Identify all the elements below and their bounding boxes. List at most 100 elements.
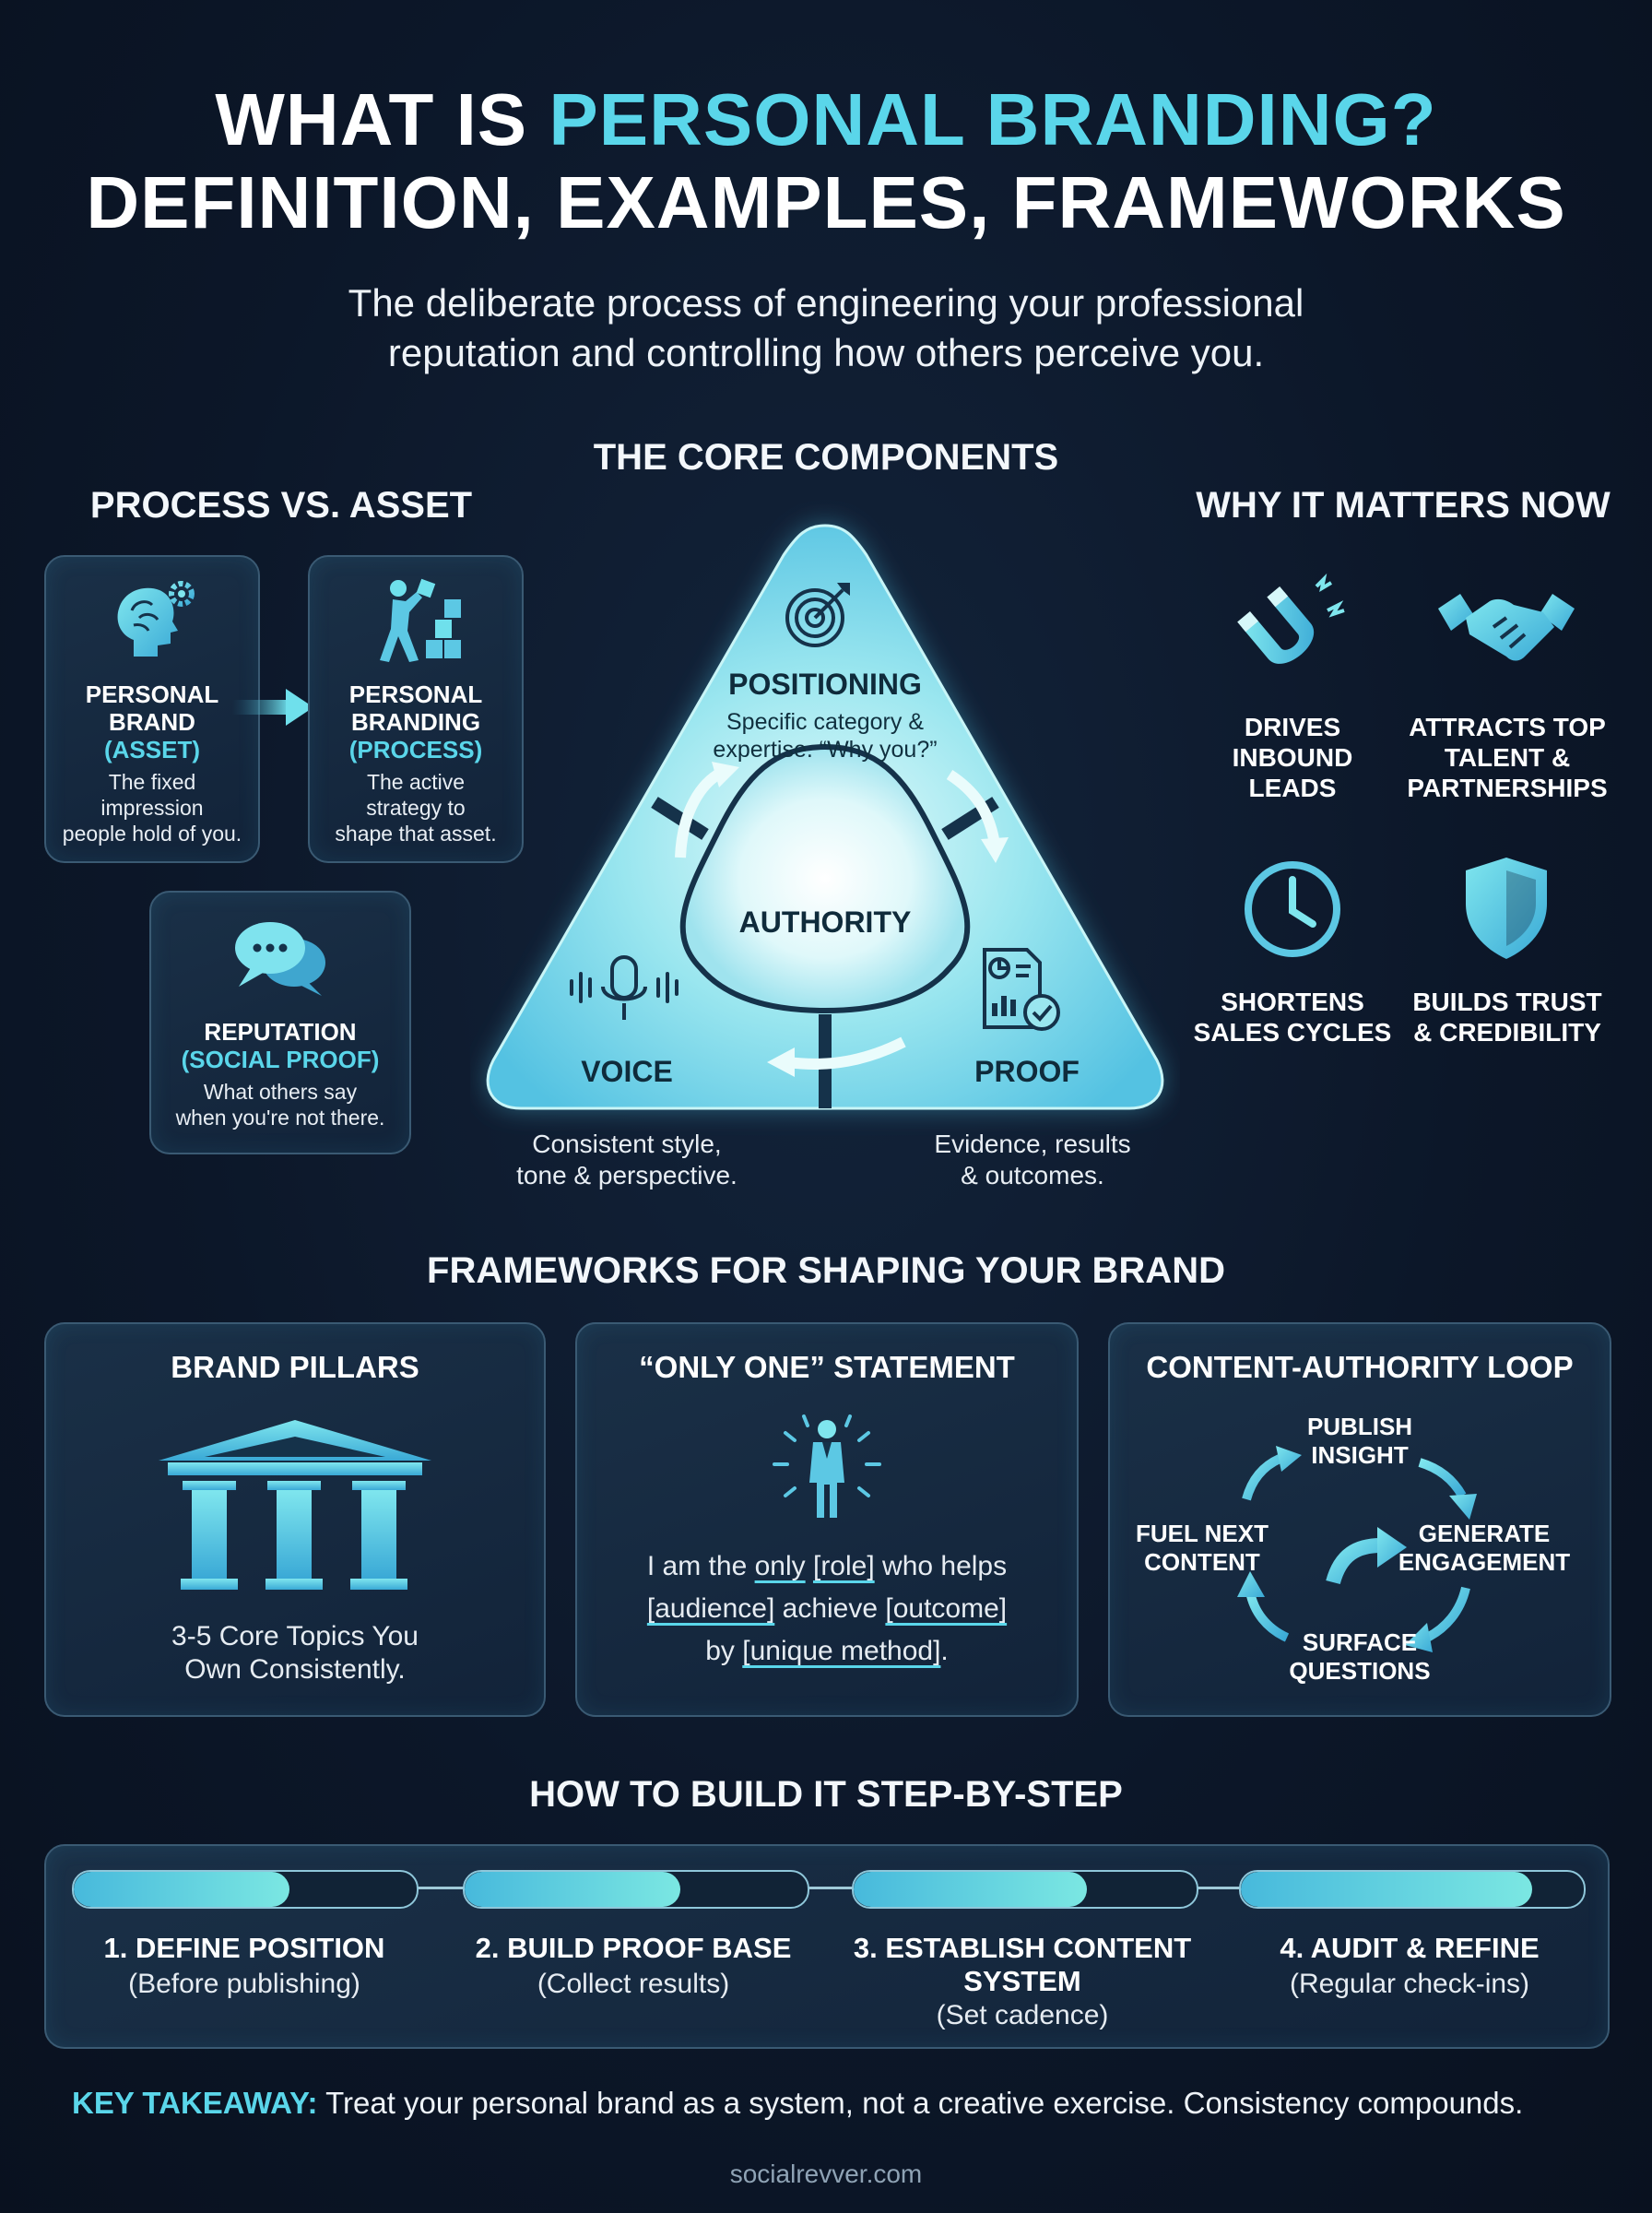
why-2-line2: TALENT &	[1444, 743, 1571, 772]
step-2-progress-fill	[465, 1872, 681, 1907]
voice-label: VOICE	[581, 1055, 673, 1088]
person-spotlight-icon	[767, 1405, 887, 1525]
step-1-title: 1. DEFINE POSITION	[103, 1932, 385, 1964]
arrow-right-icon	[232, 687, 315, 728]
loop-bottom-line2: QUESTIONS	[1289, 1657, 1431, 1685]
chat-bubbles-icon	[230, 917, 331, 1000]
why-heading: WHY IT MATTERS NOW	[1196, 485, 1611, 526]
step-connector	[1193, 1887, 1241, 1889]
content-loop-card: CONTENT-AUTHORITY LOOP PUBLISH INSIGHT F…	[1108, 1322, 1611, 1717]
key-takeaway-text: Treat your personal brand as a system, n…	[317, 2086, 1524, 2120]
steps-heading: HOW TO BUILD IT STEP-BY-STEP	[529, 1774, 1123, 1815]
step-3-progress-fill	[854, 1872, 1087, 1907]
loop-bottom-line1: SURFACE	[1302, 1628, 1418, 1656]
why-1-line2: INBOUND	[1232, 743, 1353, 772]
page-title-line2: DEFINITION, EXAMPLES, FRAMEWORKS	[86, 161, 1566, 243]
why-1-line1: DRIVES	[1244, 713, 1341, 741]
asset-sub: (ASSET)	[104, 736, 200, 763]
loop-right-line1: GENERATE	[1418, 1520, 1551, 1547]
only-one-l1-only: only	[754, 1551, 806, 1581]
only-one-l1-a: I am the	[646, 1551, 755, 1581]
content-loop-title: CONTENT-AUTHORITY LOOP	[1146, 1350, 1574, 1384]
why-2-line1: ATTRACTS TOP	[1409, 713, 1606, 741]
pillars-text-line2: Own Consistently.	[184, 1654, 406, 1685]
only-one-l2-outcome: [outcome]	[885, 1593, 1008, 1624]
only-one-l1-e: who helps	[874, 1551, 1008, 1581]
pillars-text-line1: 3-5 Core Topics You	[171, 1621, 419, 1651]
step-2-sub: (Collect results)	[537, 1969, 730, 1999]
reputation-sub: (SOCIAL PROOF)	[181, 1046, 380, 1073]
core-heading: THE CORE COMPONENTS	[593, 437, 1059, 478]
why-3-line1: SHORTENS	[1221, 988, 1364, 1016]
clock-icon	[1241, 858, 1344, 961]
subtitle-line2: reputation and controlling how others pe…	[387, 331, 1265, 374]
only-one-line2: [audience] achieve [outcome]	[577, 1592, 1077, 1627]
proof-label: PROOF	[974, 1055, 1080, 1088]
personal-branding-card: PERSONAL BRANDING (PROCESS) The active s…	[308, 555, 524, 863]
only-one-title: “ONLY ONE” STATEMENT	[639, 1350, 1015, 1384]
key-takeaway-label: KEY TAKEAWAY:	[72, 2086, 318, 2120]
loop-arrows-icon	[1202, 1407, 1517, 1702]
process-title-line2: BRANDING	[350, 708, 481, 736]
handshake-icon	[1433, 581, 1580, 682]
proof-desc-line2: & outcomes.	[961, 1161, 1104, 1189]
positioning-label: POSITIONING	[728, 668, 922, 701]
asset-title-line1: PERSONAL	[85, 680, 219, 708]
loop-left-line2: CONTENT	[1144, 1548, 1260, 1576]
only-one-l2-audience: [audience]	[646, 1593, 775, 1624]
step-1-progress-bar	[72, 1870, 419, 1909]
step-3-title-line1: 3. ESTABLISH CONTENT	[853, 1932, 1192, 1964]
process-text-line2: strategy to	[366, 796, 466, 820]
only-one-l3-method: [unique method]	[742, 1636, 941, 1666]
only-one-l3-a: by	[705, 1636, 743, 1666]
positioning-text-line1: Specific category &	[726, 709, 924, 735]
loop-top-line2: INSIGHT	[1311, 1441, 1409, 1469]
only-one-l3-c: .	[940, 1636, 949, 1666]
why-4-line2: & CREDIBILITY	[1413, 1018, 1601, 1047]
reputation-card: REPUTATION (SOCIAL PROOF) What others sa…	[149, 891, 411, 1154]
asset-text-line3: people hold of you.	[62, 822, 242, 846]
step-connector	[806, 1887, 854, 1889]
step-4-sub: (Regular check-ins)	[1289, 1969, 1530, 1999]
asset-title-line2: BRAND	[109, 708, 195, 736]
target-icon	[782, 579, 854, 651]
step-connector	[417, 1887, 465, 1889]
person-building-icon	[365, 575, 466, 668]
personal-brand-card: PERSONAL BRAND (ASSET) The fixed impress…	[44, 555, 260, 863]
step-2-progress-bar	[463, 1870, 809, 1909]
microphone-icon	[564, 952, 684, 1025]
only-one-l2-b: achieve	[774, 1593, 886, 1624]
process-title-line1: PERSONAL	[348, 680, 483, 708]
title-accent: PERSONAL BRANDING?	[549, 78, 1437, 160]
proof-desc-line1: Evidence, results	[934, 1130, 1131, 1158]
why-3-line2: SALES CYCLES	[1193, 1018, 1392, 1047]
voice-desc-line2: tone & perspective.	[516, 1161, 738, 1189]
asset-text-line1: The fixed	[108, 770, 196, 794]
only-one-l1-space	[806, 1551, 813, 1581]
pillars-icon	[155, 1416, 435, 1601]
reputation-title: REPUTATION	[204, 1018, 357, 1046]
positioning-text-line2: expertise. “Why you?”	[713, 737, 938, 763]
loop-left-line1: FUEL NEXT	[1136, 1520, 1268, 1547]
loop-right-line2: ENGAGEMENT	[1398, 1548, 1571, 1576]
authority-label: AUTHORITY	[738, 905, 912, 939]
process-text-line1: The active	[366, 770, 466, 794]
steps-card: 1. DEFINE POSITION (Before publishing) 2…	[44, 1844, 1610, 2049]
step-2-title: 2. BUILD PROOF BASE	[475, 1932, 792, 1964]
step-3-title-line2: SYSTEM	[963, 1965, 1081, 1997]
loop-top-line1: PUBLISH	[1306, 1413, 1413, 1440]
brand-pillars-title: BRAND PILLARS	[171, 1350, 419, 1384]
step-4-title: 4. AUDIT & REFINE	[1280, 1932, 1540, 1964]
only-one-line3: by [unique method].	[577, 1634, 1077, 1669]
only-one-line1: I am the only [role] who helps	[577, 1549, 1077, 1584]
title-part1: WHAT IS	[215, 78, 549, 160]
process-asset-heading: PROCESS VS. ASSET	[89, 485, 473, 526]
asset-text-line2: impression	[100, 796, 204, 820]
shield-icon	[1460, 854, 1552, 963]
subtitle-line1: The deliberate process of engineering yo…	[348, 281, 1304, 325]
only-one-card: “ONLY ONE” STATEMENT I am the only [role…	[575, 1322, 1079, 1717]
step-1-progress-fill	[74, 1872, 290, 1907]
reputation-text-line2: when you're not there.	[175, 1106, 385, 1130]
step-1-sub: (Before publishing)	[128, 1969, 360, 1999]
process-text-line3: shape that asset.	[335, 822, 497, 846]
